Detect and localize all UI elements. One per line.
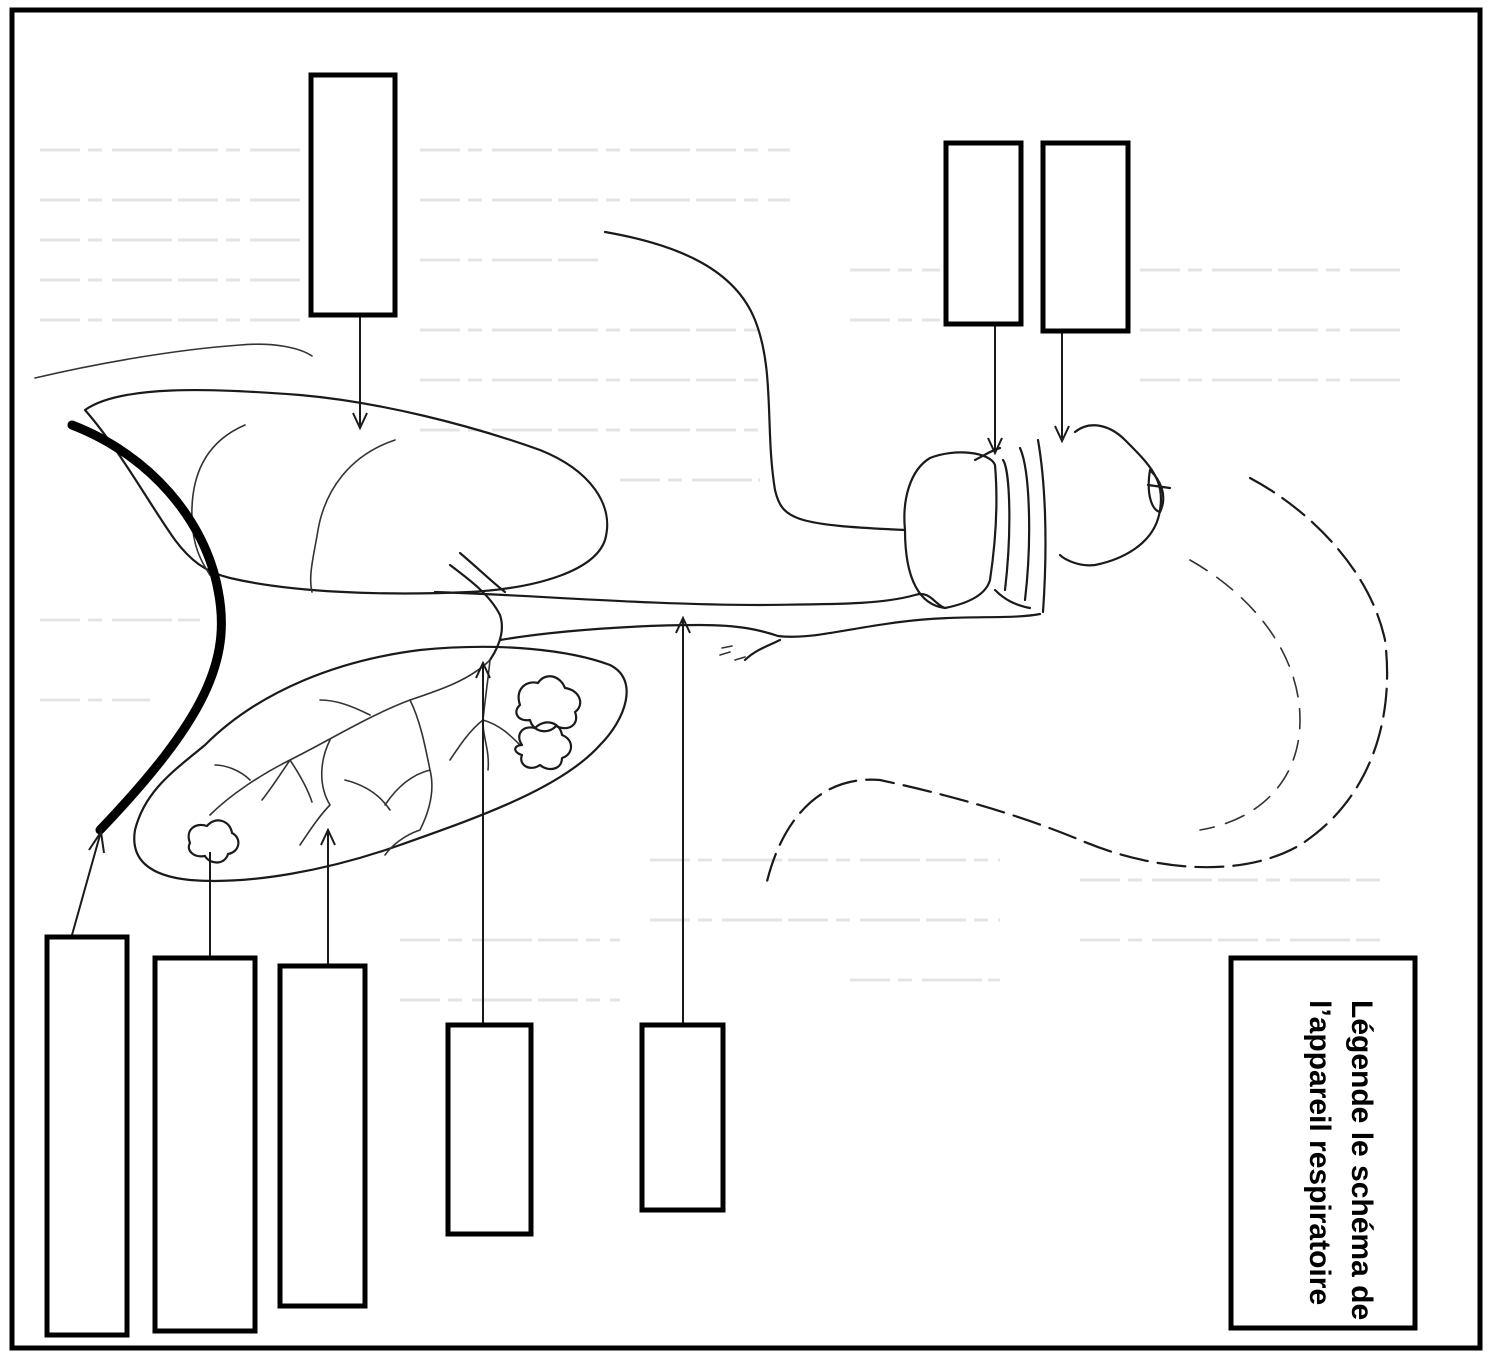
title-line-1: Légende le schéma de <box>1345 1000 1378 1320</box>
answer-box-alveoli[interactable] <box>155 958 255 1331</box>
answer-box-trachea[interactable] <box>642 1025 723 1210</box>
answer-box-diaphragm[interactable] <box>47 937 127 1335</box>
answer-box-nasal-cavity[interactable] <box>1043 143 1128 331</box>
title-line-2: l’appareil respiratoire <box>1303 1000 1336 1305</box>
answer-box-larynx[interactable] <box>946 143 1021 324</box>
answer-box-bronchus[interactable] <box>448 1025 531 1234</box>
answer-box-lung[interactable] <box>311 75 395 315</box>
answer-box-bronchiole[interactable] <box>280 966 365 1306</box>
title-box: Légende le schéma de l’appareil respirat… <box>1231 958 1415 1328</box>
